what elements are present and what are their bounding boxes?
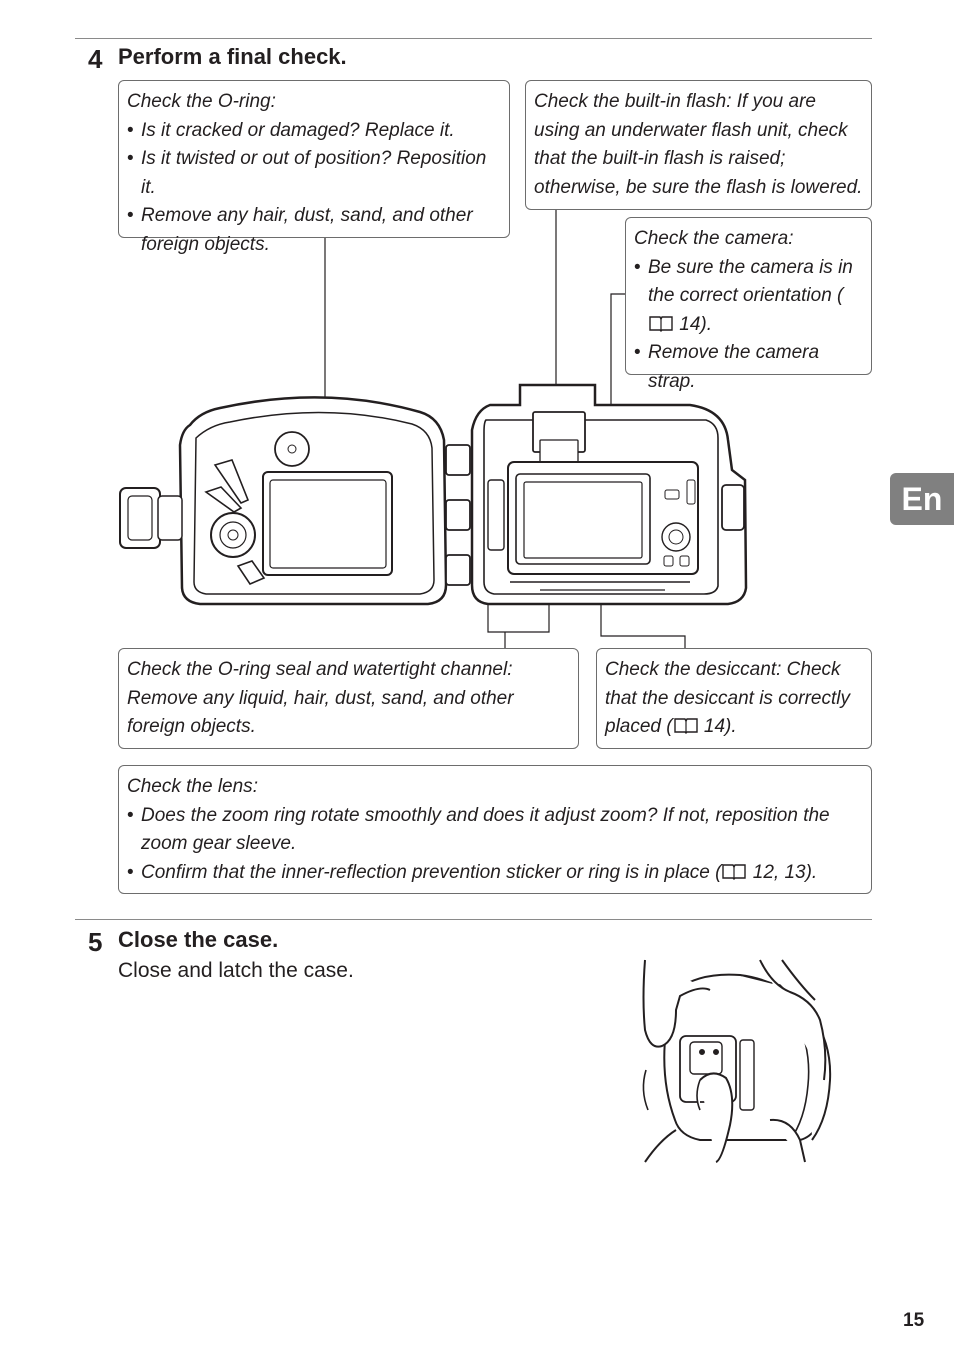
callout-seal: Check the O-ring seal and watertight cha… [118, 648, 579, 749]
camera-check-item: Remove the camera strap. [634, 339, 863, 396]
callout-oring-title: Check the O-ring [127, 91, 271, 112]
callout-flash-text: : If you are using an underwater flash u… [534, 91, 863, 198]
camera-check-item: Be sure the camera is in the correct ori… [634, 254, 863, 340]
callout-flash-title: Check the built-in flash [534, 91, 727, 112]
camera-page-ref: 14). [674, 313, 713, 335]
callout-lens-title: Check the lens [127, 776, 253, 797]
step-5-number: 5 [88, 927, 103, 957]
callout-desiccant-text: : Check that the desiccant is correctly … [605, 659, 850, 737]
callout-camera: Check the camera: Be sure the camera is … [625, 217, 872, 392]
callout-flash: Check the built-in flash: If you are usi… [525, 80, 872, 210]
callout-seal-title: Check the O-ring seal and watertight cha… [127, 659, 508, 680]
callout-lens-heading: Check the lens: [127, 776, 258, 797]
oring-check-item: Is it twisted or out of position? Reposi… [127, 145, 501, 202]
lens-page-ref: 12, 13). [747, 861, 818, 883]
top-rule [75, 38, 872, 39]
case-front-body [470, 383, 748, 606]
case-back-cover [119, 396, 471, 606]
callout-oring-heading: Check the O-ring: [127, 91, 276, 112]
callout-oring: Check the O-ring: Is it cracked or damag… [118, 80, 510, 255]
desiccant-page-ref: 14). [698, 716, 737, 737]
page-number: 15 [903, 1310, 925, 1331]
book-icon [722, 863, 747, 880]
leader-lines [324, 210, 686, 648]
step-5-title: Close the case. [118, 927, 279, 952]
section-rule [75, 919, 872, 920]
language-tab[interactable]: En [890, 473, 954, 525]
lens-sticker-text: Confirm that the inner-reflection preven… [141, 861, 722, 883]
callout-desiccant-title: Check the desiccant [605, 659, 777, 680]
callout-lens: Check the lens: Does the zoom ring rotat… [118, 765, 872, 894]
lens-check-item: Does the zoom ring rotate smoothly and d… [127, 802, 863, 859]
step-5-body: Close and latch the case. [118, 959, 354, 982]
callout-seal-text: : Remove any liquid, hair, dust, sand, a… [127, 659, 514, 737]
step-4-title: Perform a final check. [118, 44, 347, 69]
lens-check-item: Confirm that the inner-reflection preven… [127, 859, 863, 888]
callout-camera-title: Check the camera [634, 228, 789, 249]
callout-camera-heading: Check the camera: [634, 228, 794, 249]
closing-case-illustration [642, 959, 832, 1163]
camera-orientation-text: Be sure the camera is in the correct ori… [648, 256, 853, 307]
book-icon [673, 718, 698, 734]
book-icon [649, 315, 673, 332]
oring-check-item: Remove any hair, dust, sand, and other f… [127, 202, 501, 259]
callout-desiccant: Check the desiccant: Check that the desi… [596, 648, 872, 749]
step-4-number: 4 [88, 44, 103, 74]
oring-check-item: Is it cracked or damaged? Replace it. [127, 117, 501, 146]
language-tab-label: En [901, 480, 943, 517]
